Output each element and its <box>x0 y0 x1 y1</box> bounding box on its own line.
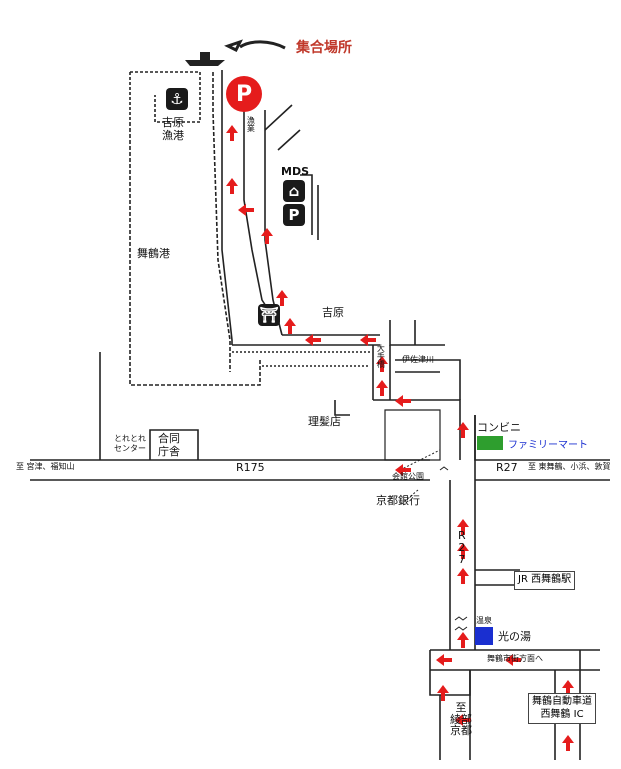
arrow-left-7 <box>505 654 521 666</box>
arrow-up-3 <box>261 228 273 244</box>
west-destination-label: 至 宮津、福知山 <box>16 462 75 471</box>
meeting-point-label: 集合場所 <box>296 40 352 56</box>
wave-3 <box>439 466 449 471</box>
expressway-ic-label: 舞鶴自動車道 西舞鶴 IC <box>528 693 596 724</box>
r27-east-top <box>474 415 610 461</box>
jr-station-label: JR 西舞鶴駅 <box>514 571 576 590</box>
arrow-left-2 <box>305 334 321 346</box>
mds-building-icon: ⌂ <box>283 180 305 202</box>
ship <box>185 52 225 66</box>
r175-label: R175 <box>236 461 265 474</box>
otebashi-label: 大手橋 <box>376 344 386 368</box>
maizuru-port-label: 舞鶴港 <box>137 247 170 260</box>
arrow-left-5 <box>395 464 411 476</box>
family-mart-label: ファミリーマート <box>508 440 588 451</box>
r27-vertical-label: R 2 7 <box>458 529 466 567</box>
arrow-up-14 <box>562 680 574 696</box>
shrine-icon: ⛩ <box>258 304 280 326</box>
route-arrows <box>226 125 574 751</box>
kaikan-label: 会館公園 <box>392 472 424 481</box>
road-mds-right <box>300 174 319 240</box>
arrow-up-11 <box>457 568 469 584</box>
arrow-left-8 <box>455 714 471 726</box>
coast-east <box>212 72 231 372</box>
river-east <box>395 359 461 400</box>
maizuru-street-label: 舞鶴市街方面へ <box>487 654 543 663</box>
road-jr-station <box>475 569 520 586</box>
road-yoshihara-right <box>389 320 445 346</box>
toretore-center-label: とれとれ センター <box>114 434 146 453</box>
godo-chosha-label: 合同 庁舎 <box>158 432 180 458</box>
arrow-left-1 <box>238 204 254 216</box>
to-ayabe-kyoto-label: 至 綾部 京都 <box>450 701 472 738</box>
onsen-marker <box>475 627 493 645</box>
arrow-up-13 <box>437 685 449 701</box>
road-to-barber <box>373 399 461 460</box>
arrow-up-1 <box>226 125 238 141</box>
arrow-left-3 <box>360 334 376 346</box>
r27-east-label: R27 <box>496 461 518 474</box>
mds-parking-icon: P <box>283 204 305 226</box>
convenience-marker <box>477 436 503 450</box>
arrow-up-2 <box>226 178 238 194</box>
meeting-pointer-arrow <box>224 39 286 53</box>
coast-west <box>129 122 261 386</box>
small-river-label: 伊佐津川 <box>402 355 434 364</box>
block-barber <box>334 400 350 416</box>
arrow-up-12 <box>457 632 469 648</box>
wave-1 <box>454 616 468 621</box>
hikari-no-yu-label: 光の湯 <box>498 630 531 643</box>
arrow-left-4 <box>395 395 411 407</box>
gyomu-label: 漁業 <box>246 116 256 132</box>
parking-icon: P <box>226 76 262 112</box>
port-enclosure <box>129 71 201 123</box>
barber-label: 理髪店 <box>308 415 341 428</box>
east-destination-label: 至 東舞鶴、小浜、敦賀 <box>528 462 611 471</box>
mds-label: MDS <box>281 165 309 178</box>
wave-2 <box>454 626 468 631</box>
kyoto-bank-label: 京都銀行 <box>376 494 420 507</box>
convenience-store-label: コンビニ <box>477 421 521 434</box>
road-barber-west <box>384 409 441 461</box>
arrow-up-7 <box>376 380 388 396</box>
road-pier-east <box>264 110 283 336</box>
onsen-label: 温泉 <box>476 616 492 625</box>
yoshihara-label: 吉原 <box>322 306 344 319</box>
anchor-icon: ⚓ <box>166 88 188 110</box>
arrow-up-6 <box>376 356 388 372</box>
arrow-up-5 <box>284 318 296 334</box>
arrow-left-6 <box>436 654 452 666</box>
arrow-up-10 <box>457 543 469 559</box>
road-pier-west <box>221 70 233 345</box>
arrow-up-9 <box>457 519 469 535</box>
lower-loop <box>429 650 471 696</box>
road-branch-ne <box>264 104 301 151</box>
arrow-up-8 <box>457 422 469 438</box>
arrow-up-4 <box>276 290 288 306</box>
pointer-kaikan <box>399 449 441 471</box>
block-toretore <box>99 352 199 460</box>
yoshihara-fishing-port-label: 吉原 漁港 <box>162 116 184 142</box>
arrow-up-15 <box>562 735 574 751</box>
